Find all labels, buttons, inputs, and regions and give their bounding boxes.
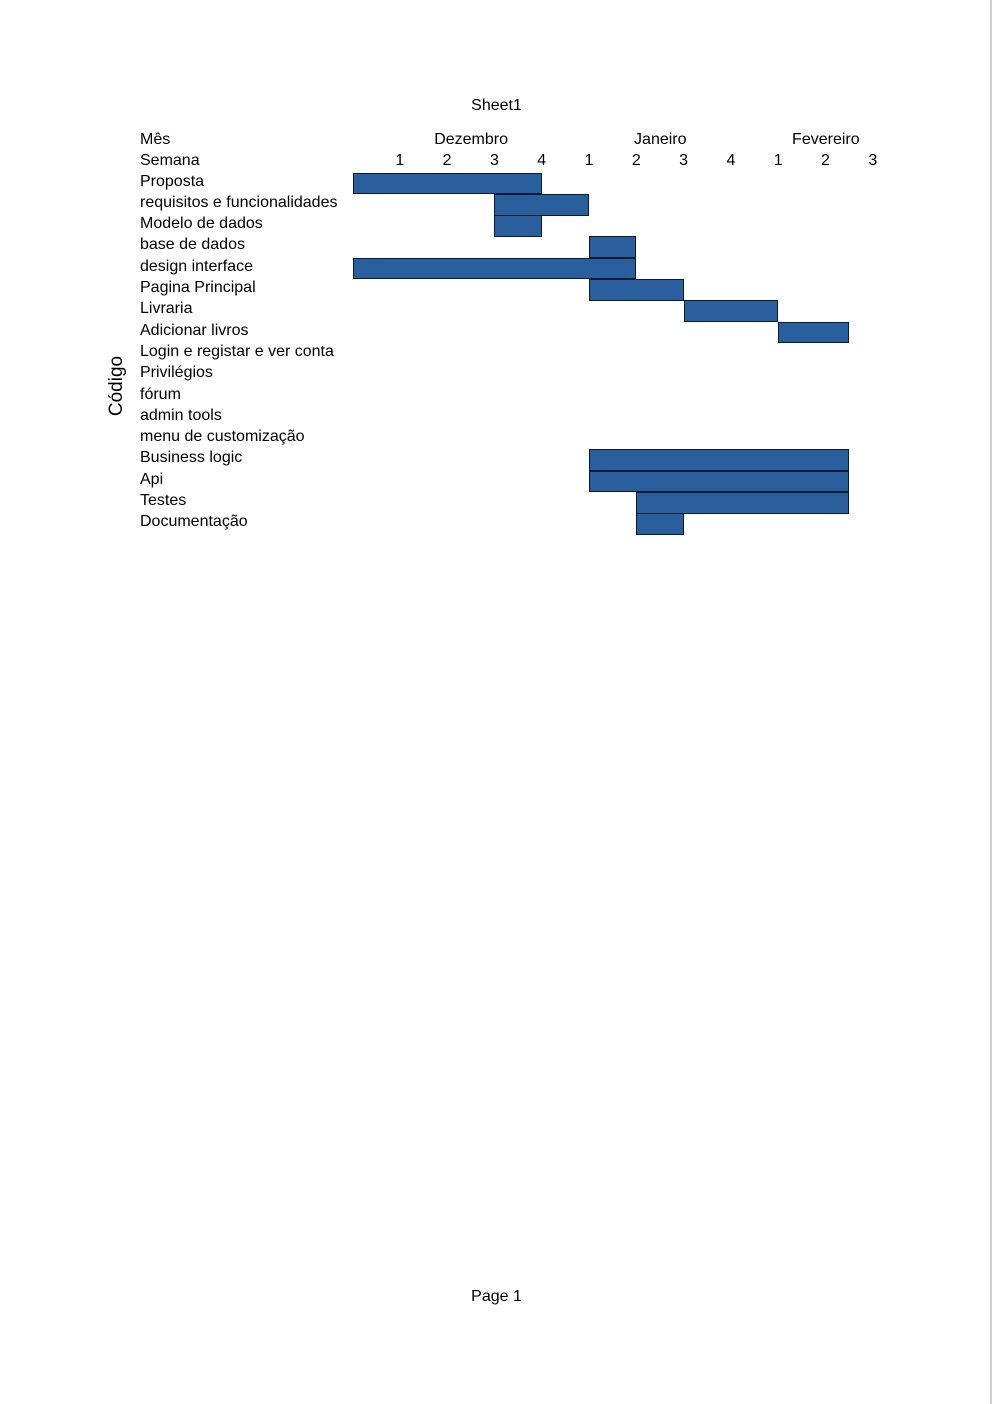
task-bar xyxy=(589,279,684,301)
task-name: Livraria xyxy=(140,300,193,318)
month-label: Fevereiro xyxy=(792,131,860,148)
month-label: Dezembro xyxy=(434,131,508,148)
month-header-label: Mês xyxy=(140,131,171,148)
week-label: 2 xyxy=(631,152,641,169)
task-name: Adicionar livros xyxy=(140,321,249,339)
task-name: admin tools xyxy=(140,406,222,424)
task-bar xyxy=(352,172,542,195)
week-label: 2 xyxy=(821,152,830,169)
task-bar xyxy=(589,470,850,493)
task-name: Login e registar e ver conta xyxy=(140,342,334,360)
task-name: requisitos e funcionalidades xyxy=(140,193,338,211)
task-bar xyxy=(589,236,637,259)
task-name: Api xyxy=(140,470,164,488)
week-label: 3 xyxy=(679,152,689,169)
task-name: Proposta xyxy=(140,172,205,190)
week-label: 1 xyxy=(584,152,594,169)
task-name: Pagina Principal xyxy=(140,279,256,296)
task-bar xyxy=(683,300,779,323)
task-bar xyxy=(494,193,589,216)
task-bar xyxy=(636,492,850,514)
week-label: 3 xyxy=(489,152,499,169)
week-label: 4 xyxy=(537,152,547,169)
week-label: 4 xyxy=(726,152,736,169)
task-name: fórum xyxy=(140,385,181,403)
task-name: Documentação xyxy=(140,513,248,531)
week-label: 3 xyxy=(868,152,878,169)
week-label: 1 xyxy=(773,152,783,169)
task-bar xyxy=(494,215,542,237)
task-bar xyxy=(589,449,850,472)
task-name: design interface xyxy=(140,257,253,275)
task-bar xyxy=(778,321,850,344)
page-footer: Page 1 xyxy=(471,1288,522,1305)
task-bar xyxy=(636,513,684,536)
task-name: Modelo de dados xyxy=(140,215,263,233)
codigo-axis-label: Código xyxy=(106,355,127,417)
month-label: Janeiro xyxy=(634,131,687,148)
week-label: 2 xyxy=(442,152,452,169)
task-name: menu de customização xyxy=(140,428,305,446)
task-name: base de dados xyxy=(140,236,245,254)
week-label: 1 xyxy=(395,152,405,169)
task-name: Business logic xyxy=(140,449,243,467)
task-bar xyxy=(352,257,637,280)
week-header-label: Semana xyxy=(140,152,200,169)
sheet-title: Sheet1 xyxy=(471,97,522,114)
task-name: Testes xyxy=(140,492,187,509)
task-name: Privilégios xyxy=(140,364,213,382)
